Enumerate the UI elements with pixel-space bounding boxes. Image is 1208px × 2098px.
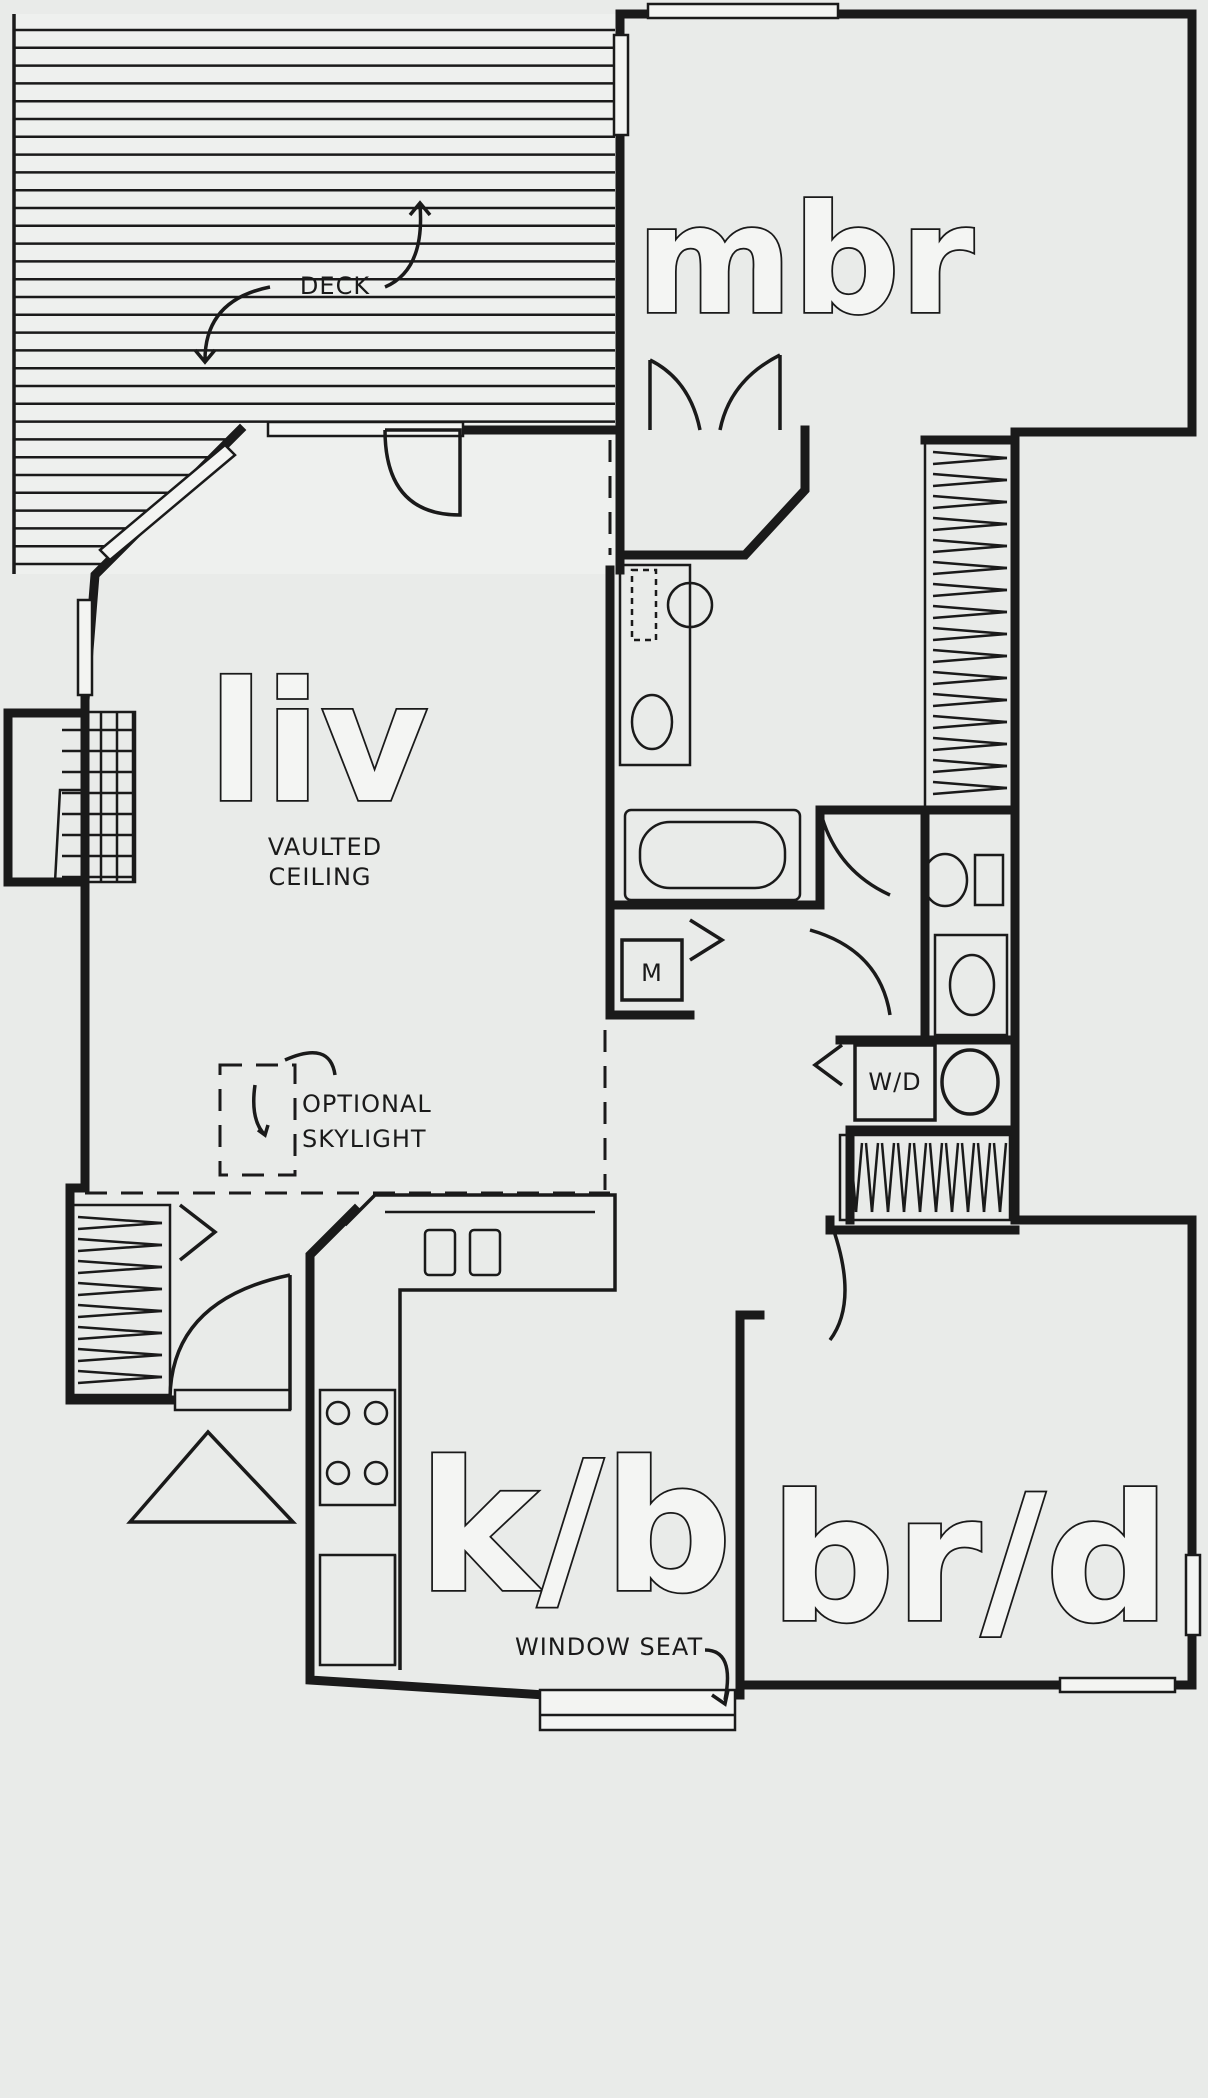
pattern-line	[932, 758, 1008, 768]
room-label-liv: liv	[208, 647, 429, 839]
pattern-line	[932, 456, 1008, 466]
pattern-line	[966, 1142, 976, 1213]
pattern-line	[77, 1281, 163, 1291]
kitchen	[178, 1193, 617, 1670]
pattern-line	[77, 1215, 163, 1225]
pattern-line	[932, 588, 1008, 598]
pattern-line	[77, 1259, 163, 1269]
fireplace	[53, 710, 137, 884]
pattern-line	[932, 626, 1008, 636]
deck	[12, 14, 620, 574]
pattern-line	[932, 780, 1008, 790]
pattern-line	[932, 654, 1008, 664]
pattern-line	[932, 786, 1008, 796]
pattern-line	[992, 1142, 1002, 1213]
pattern-line	[982, 1142, 992, 1213]
entry-marker	[126, 1429, 298, 1524]
pattern-line	[932, 544, 1008, 554]
pattern-line	[912, 1142, 922, 1213]
pattern-line	[976, 1142, 986, 1213]
pattern-line	[932, 610, 1008, 620]
pattern-line	[77, 1331, 163, 1341]
pattern-line	[932, 582, 1008, 592]
pattern-line	[932, 764, 1008, 774]
label-deck: DECK	[300, 272, 370, 300]
washer-dryer-label: W/D	[868, 1068, 921, 1096]
pattern-line	[77, 1265, 163, 1275]
pattern-line	[932, 714, 1008, 724]
pattern-line	[932, 450, 1008, 460]
room-label-kb: k/b	[418, 1424, 732, 1633]
pattern-line	[932, 676, 1008, 686]
pattern-line	[77, 1353, 163, 1363]
closet-lines	[68, 438, 1017, 1397]
pattern-line	[932, 632, 1008, 642]
pattern-line	[854, 1142, 864, 1213]
pattern-line	[77, 1243, 163, 1253]
pattern-line	[77, 1237, 163, 1247]
pattern-line	[932, 670, 1008, 680]
pattern-line	[932, 560, 1008, 570]
pattern-line	[932, 522, 1008, 532]
pattern-line	[932, 648, 1008, 658]
washer-dryer: W/D	[812, 1043, 1000, 1122]
pattern-line	[848, 1142, 858, 1213]
microwave-label: M	[641, 959, 663, 987]
pattern-line	[932, 742, 1008, 752]
pattern-line	[932, 604, 1008, 614]
pattern-line	[998, 1142, 1008, 1213]
pattern-line	[77, 1369, 163, 1379]
pattern-line	[932, 736, 1008, 746]
pattern-line	[932, 566, 1008, 576]
pattern-line	[934, 1142, 944, 1213]
bath-fixtures	[618, 563, 1009, 1037]
optional-skylight	[218, 1051, 337, 1177]
room-label-brd: br/d	[770, 1459, 1171, 1662]
pattern-line	[932, 478, 1008, 488]
window-seat-arrow	[704, 1648, 730, 1707]
pattern-line	[77, 1309, 163, 1319]
pattern-line	[932, 692, 1008, 702]
pattern-line	[932, 472, 1008, 482]
pattern-line	[932, 698, 1008, 708]
pattern-line	[77, 1347, 163, 1357]
pattern-line	[932, 538, 1008, 548]
label-window-seat: WINDOW SEAT	[515, 1633, 703, 1661]
pattern-line	[77, 1375, 163, 1385]
windows	[76, 2, 1202, 1732]
label-skylight: SKYLIGHT	[302, 1125, 427, 1153]
pattern-line	[77, 1303, 163, 1313]
pattern-line	[950, 1142, 960, 1213]
label-vaulted: VAULTED	[268, 833, 382, 861]
pattern-line	[944, 1142, 954, 1213]
pattern-line	[896, 1142, 906, 1213]
doors	[168, 353, 892, 1412]
pattern-line	[928, 1142, 938, 1213]
pattern-line	[864, 1142, 874, 1213]
label-optional: OPTIONAL	[302, 1090, 432, 1118]
pattern-line	[932, 500, 1008, 510]
pattern-line	[960, 1142, 970, 1213]
pattern-line	[932, 494, 1008, 504]
pattern-line	[932, 720, 1008, 730]
pattern-line	[886, 1142, 896, 1213]
pattern-line	[77, 1325, 163, 1335]
pattern-line	[77, 1221, 163, 1231]
microwave: M	[620, 918, 726, 1002]
pattern-line	[77, 1287, 163, 1297]
pattern-line	[870, 1142, 880, 1213]
pattern-line	[880, 1142, 890, 1213]
pattern-line	[932, 516, 1008, 526]
dashed-boundaries	[85, 440, 612, 1195]
deck-arrows	[193, 200, 432, 365]
pattern-line	[902, 1142, 912, 1213]
room-label-mbr: mbr	[636, 174, 974, 348]
label-ceiling: CEILING	[269, 863, 372, 891]
pattern-line	[918, 1142, 928, 1213]
